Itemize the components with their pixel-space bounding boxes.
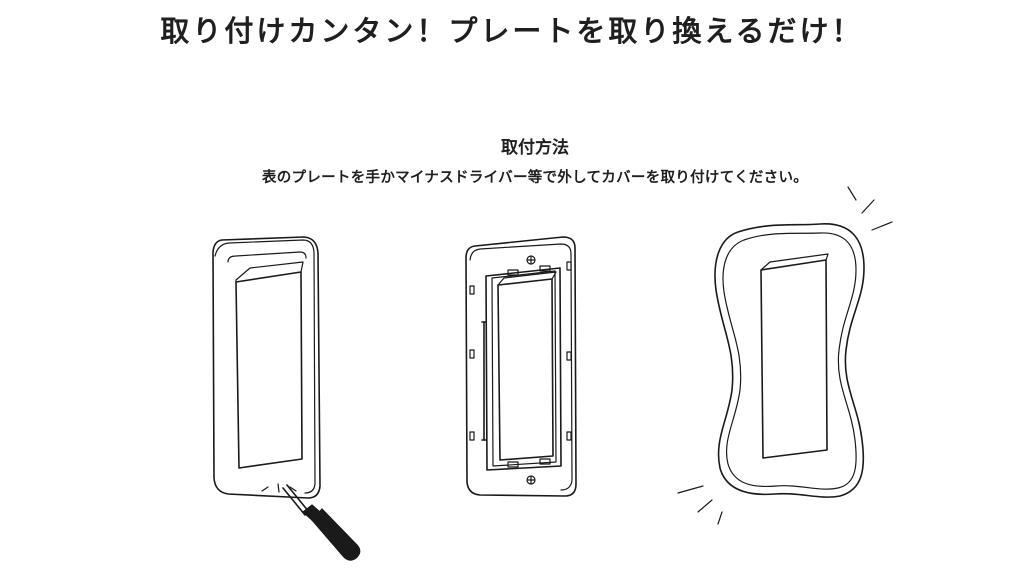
method-title: 取付方法 [501, 138, 569, 158]
method-description: 表のプレートを手かマイナスドライバー等で外してカバーを取り付けてください。 [261, 170, 809, 186]
screwdriver-icon [282, 484, 361, 561]
headline: 取り付けカンタン！プレートを取り換えるだけ！ [160, 14, 864, 48]
screw-icon [526, 475, 536, 485]
switch-base-icon [465, 236, 577, 497]
plate-with-screwdriver-icon [212, 236, 361, 561]
flexible-cover-icon [677, 186, 893, 525]
screw-icon [526, 255, 536, 265]
